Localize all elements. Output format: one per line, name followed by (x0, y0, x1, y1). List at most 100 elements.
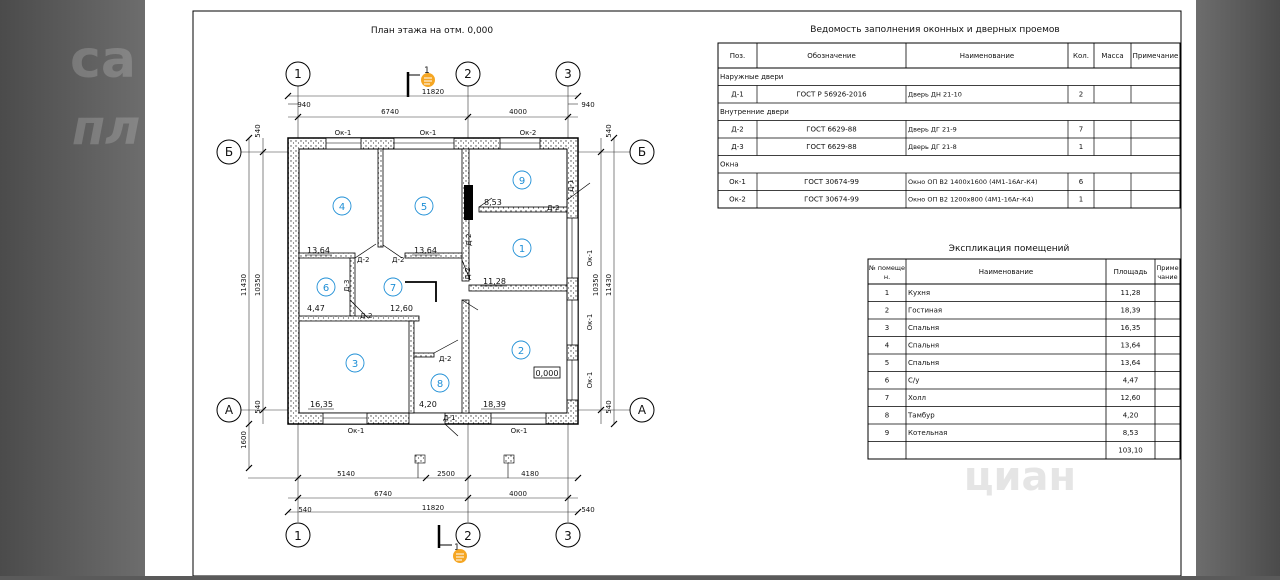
dim-label: 4000 (509, 108, 527, 116)
dim-label: 1600 (240, 431, 248, 449)
room-area: 13,64 (414, 246, 437, 255)
openings-table-title: Ведомость заполнения оконных и дверных п… (810, 25, 1059, 35)
table-cell: 1 (1079, 196, 1083, 204)
room-marker (316, 277, 336, 297)
porch-column (503, 454, 515, 464)
comment-badge-icon[interactable] (453, 549, 467, 563)
table-header-cell: Масса (1101, 52, 1123, 60)
room-area: 4,20 (419, 400, 437, 409)
room-marker (414, 196, 434, 216)
plan-title: План этажа на отм. 0,000 (371, 26, 494, 36)
table-total-cell: 103,10 (1118, 447, 1143, 455)
table-cell: 8 (885, 412, 889, 420)
dimension-lines (248, 95, 615, 513)
window-label: Ок-2 (520, 129, 537, 137)
table-cell: С/у (908, 377, 919, 385)
room-marker (430, 373, 450, 393)
table-header-cell: № помеще (868, 264, 905, 272)
door-label: Д-2 (392, 256, 404, 264)
watermark-text: пл (72, 100, 141, 156)
axis-label: А (225, 403, 234, 417)
table-cell: 5 (885, 359, 889, 367)
room-number: 8 (437, 379, 443, 390)
comment-badge-icon[interactable] (421, 73, 435, 87)
window-label: Ок-1 (586, 372, 594, 389)
table-cell: 6 (885, 377, 890, 385)
table-cell: Дверь ДГ 21-8 (908, 143, 957, 151)
table-cell: 9 (885, 429, 889, 437)
room-area: 13,64 (307, 246, 330, 255)
room-area: 11,28 (483, 277, 506, 286)
table-header-cell: Кол. (1073, 52, 1089, 60)
table-cell: Спальня (908, 324, 939, 332)
axis-label: 2 (464, 67, 472, 81)
table-cell: Окно ОП В2 1200х800 (4М1-16Аг-К4) (908, 196, 1033, 204)
door-label: Д-2 (357, 256, 369, 264)
level-mark (533, 366, 561, 379)
dim-label: 10350 (254, 274, 262, 296)
room-area: 12,60 (390, 304, 413, 313)
table-cell: 2 (885, 307, 889, 315)
section-mark-top: 1 (406, 66, 435, 97)
table-header-cell: Наименование (960, 52, 1014, 60)
room-number: 3 (352, 359, 358, 370)
table-cell: 4,47 (1123, 377, 1139, 385)
table-cell: Спальня (908, 359, 939, 367)
dim-label: 540 (581, 506, 594, 514)
axis-bubble-2-bottom (455, 522, 481, 548)
table-cell: 12,60 (1120, 394, 1140, 402)
boiler-chimney (464, 185, 473, 220)
building-walls (287, 137, 591, 478)
table-section-label: Наружные двери (720, 73, 783, 81)
table-header-cell: н. (884, 273, 890, 281)
table-cell: Ок-1 (729, 178, 746, 186)
room-area: 18,39 (483, 400, 506, 409)
dim-label: 11820 (422, 504, 444, 512)
axis-label: Б (638, 145, 646, 159)
window-label: Ок-1 (335, 129, 352, 137)
section-mark-bottom: 1 (437, 525, 467, 563)
table-cell: Дверь ДГ 21-9 (908, 126, 957, 134)
axis-bubble-1-top (285, 61, 311, 87)
watermark-text: са (70, 30, 136, 90)
room-number: 5 (421, 202, 427, 213)
table-cell: 4 (885, 342, 890, 350)
room-area: 4,47 (307, 304, 325, 313)
window-openings (322, 137, 579, 425)
table-header-cell: Поз. (730, 52, 746, 60)
table-cell: 4,20 (1123, 412, 1139, 420)
table-cell: 3 (885, 324, 889, 332)
room-marker (332, 196, 352, 216)
table-cell: ГОСТ 30674-99 (804, 178, 859, 186)
table-section-label: Окна (720, 161, 739, 169)
room-area: 8,53 (484, 198, 502, 207)
room-marker (383, 277, 403, 297)
table-cell: 13,64 (1120, 359, 1141, 367)
table-cell: 6 (1079, 178, 1084, 186)
dim-label: 540 (254, 400, 262, 413)
hall-step (405, 281, 437, 302)
table-cell: Спальня (908, 342, 939, 350)
table-cell: Д-1 (731, 91, 743, 99)
table-header-cell: Наименование (979, 268, 1033, 276)
level-mark-text: 0,000 (536, 369, 559, 378)
dim-label: 940 (297, 101, 310, 109)
table-cell: ГОСТ Р 56926-2016 (796, 91, 867, 99)
door-label: Д-2 (360, 312, 372, 320)
table-header-cell: Приме (1156, 264, 1178, 272)
right-margin (1196, 0, 1280, 576)
dim-label: 10350 (592, 274, 600, 296)
dim-label: 2500 (437, 470, 455, 478)
table-section-label: Внутренние двери (720, 108, 789, 116)
dim-label: 6740 (381, 108, 399, 116)
axis-bubble-b-left (216, 139, 242, 165)
dim-label: 6740 (374, 490, 392, 498)
table-cell: Д-3 (731, 143, 743, 151)
table-cell: ГОСТ 6629-88 (806, 126, 856, 134)
axis-bubble-2-top (455, 61, 481, 87)
table-header-cell: чание (1157, 273, 1177, 281)
table-cell: Котельная (908, 429, 947, 437)
table-header-cell: Обозначение (807, 52, 856, 60)
